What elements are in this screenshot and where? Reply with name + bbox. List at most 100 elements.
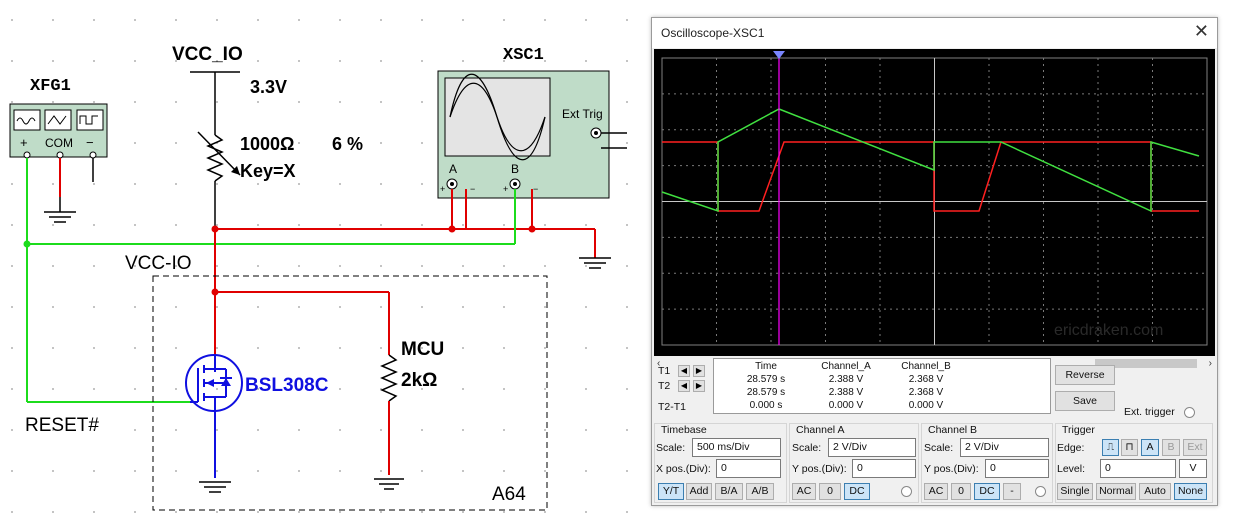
channel-a-ac-button[interactable]: AC — [792, 483, 816, 500]
scope-label: XSC1 — [503, 46, 544, 65]
auto-button[interactable]: Auto — [1139, 483, 1171, 500]
ab-button[interactable]: A/B — [746, 483, 774, 500]
channel-a-scale-input[interactable]: 2 V/Div — [828, 438, 916, 457]
mcu-resistor[interactable] — [380, 354, 398, 402]
rising-edge-icon[interactable]: ⎍ — [1102, 439, 1119, 456]
channel-b-radio[interactable] — [1035, 486, 1046, 497]
diff-channel-a: 0.000 V — [828, 400, 864, 411]
timebase-scale-label: Scale: — [656, 442, 686, 454]
channel-b-minus-button[interactable]: - — [1003, 483, 1021, 500]
arrow-icon — [231, 166, 240, 175]
channel-b-scale-input[interactable]: 2 V/Div — [960, 438, 1049, 457]
channel-b-scale-label: Scale: — [924, 442, 954, 454]
add-button[interactable]: Add — [686, 483, 712, 500]
save-button[interactable]: Save — [1055, 391, 1115, 411]
t1-left-arrow-icon[interactable]: ◀ — [678, 365, 690, 377]
channel-b-dc-button[interactable]: DC — [974, 483, 1000, 500]
close-icon[interactable]: ✕ — [1193, 21, 1209, 41]
sine-icon — [16, 117, 36, 125]
trigger-group — [1055, 423, 1213, 503]
none-button[interactable]: None — [1174, 483, 1207, 500]
potentiometer[interactable] — [197, 131, 241, 182]
channel-a-zero-button[interactable]: 0 — [819, 483, 841, 500]
scope-a-label: A — [449, 162, 457, 176]
trigger-level-input[interactable]: 0 — [1100, 459, 1176, 478]
channel-b-ypos-input[interactable]: 0 — [985, 459, 1049, 478]
t1-time: 28.579 s — [746, 374, 786, 385]
function-generator-xfg1[interactable]: XFG1 + COM − — [9, 77, 108, 159]
diff-time: 0.000 s — [749, 400, 783, 411]
normal-button[interactable]: Normal — [1096, 483, 1136, 500]
scope-b-label: B — [511, 162, 519, 176]
channel-a-title: Channel A — [796, 424, 845, 436]
watermark: ericdraken.com — [1054, 322, 1163, 339]
svg-text:+: + — [503, 184, 508, 194]
mosfet-bsl308c[interactable] — [185, 354, 243, 420]
t1-label: T1 — [658, 365, 671, 377]
single-button[interactable]: Single — [1057, 483, 1093, 500]
t1-channel-a: 2.388 V — [828, 374, 864, 385]
t1-right-arrow-icon[interactable]: ▶ — [693, 365, 705, 377]
ext-trigger-radio[interactable] — [1184, 407, 1195, 418]
reverse-button[interactable]: Reverse — [1055, 365, 1115, 385]
trigger-level-label: Level: — [1057, 463, 1086, 475]
header-channel-b: Channel_B — [901, 361, 951, 372]
timebase-xpos-label: X pos.(Div): — [656, 463, 711, 475]
header-channel-a: Channel_A — [821, 361, 871, 372]
a64-boundary — [152, 275, 548, 511]
ground-icon — [199, 481, 231, 493]
scroll-left-icon[interactable]: ‹ — [657, 358, 661, 369]
xfg-minus: − — [86, 135, 94, 150]
channel-b-zero-button[interactable]: 0 — [951, 483, 971, 500]
ext-trigger-label: Ext. trigger — [1124, 406, 1175, 418]
cursor-readout-table: Time Channel_A Channel_B 28.579 s 2.388 … — [713, 358, 1051, 414]
timebase-scale-input[interactable]: 500 ms/Div — [692, 438, 781, 457]
chip-label: A64 — [492, 484, 526, 505]
scroll-thumb[interactable] — [1095, 359, 1197, 368]
oscilloscope-window: Oscilloscope-XSC1 ✕ ericdraken.com ‹ › T… — [651, 17, 1218, 506]
grid-dots — [11, 19, 628, 513]
t2-channel-b: 2.368 V — [908, 387, 944, 398]
svg-text:+: + — [440, 184, 445, 194]
trigger-ext-button[interactable]: Ext — [1183, 439, 1207, 456]
scope-display[interactable]: ericdraken.com — [654, 49, 1215, 356]
trigger-title: Trigger — [1062, 424, 1095, 436]
channel-a-dc-button[interactable]: DC — [844, 483, 870, 500]
xfg-com: COM — [45, 136, 73, 150]
pot-percent: 6 % — [332, 134, 363, 154]
channel-a-trace — [662, 141, 1199, 212]
mosfet-label: BSL308C — [245, 375, 329, 396]
ground-icon — [374, 478, 404, 490]
window-title: Oscilloscope-XSC1 — [661, 26, 765, 40]
trigger-b-button[interactable]: B — [1162, 439, 1180, 456]
yt-button[interactable]: Y/T — [658, 483, 684, 500]
scroll-right-icon[interactable]: › — [1208, 358, 1212, 369]
timebase-title: Timebase — [661, 424, 707, 436]
t2-right-arrow-icon[interactable]: ▶ — [693, 380, 705, 392]
ba-button[interactable]: B/A — [715, 483, 743, 500]
title-bar[interactable]: Oscilloscope-XSC1 ✕ — [652, 18, 1217, 48]
mcu-value: 2kΩ — [401, 370, 437, 391]
timebase-xpos-input[interactable]: 0 — [716, 459, 781, 478]
channel-b-ypos-label: Y pos.(Div): — [924, 463, 979, 475]
svg-text:−: − — [533, 184, 538, 194]
pot-value: 1000Ω — [240, 134, 294, 154]
oscilloscope-xsc1[interactable]: Ext Trig A B + − + − — [437, 70, 610, 199]
falling-edge-icon[interactable]: ⊓ — [1121, 439, 1138, 456]
trigger-level-unit[interactable]: V — [1179, 459, 1207, 478]
ext-trig-label: Ext Trig — [562, 107, 603, 121]
square-wave-icon — [79, 115, 98, 125]
t2-channel-a: 2.388 V — [828, 387, 864, 398]
cursor-handle-icon[interactable] — [773, 51, 785, 59]
channel-b-ac-button[interactable]: AC — [924, 483, 948, 500]
t2-time: 28.579 s — [746, 387, 786, 398]
trigger-edge-label: Edge: — [1057, 442, 1085, 454]
channel-a-ypos-label: Y pos.(Div): — [792, 463, 847, 475]
t2-left-arrow-icon[interactable]: ◀ — [678, 380, 690, 392]
header-time: Time — [755, 361, 777, 372]
channel-a-group — [789, 423, 919, 503]
channel-a-radio[interactable] — [901, 486, 912, 497]
channel-a-ypos-input[interactable]: 0 — [852, 459, 916, 478]
trigger-a-button[interactable]: A — [1141, 439, 1159, 456]
channel-b-trace — [661, 108, 1200, 213]
